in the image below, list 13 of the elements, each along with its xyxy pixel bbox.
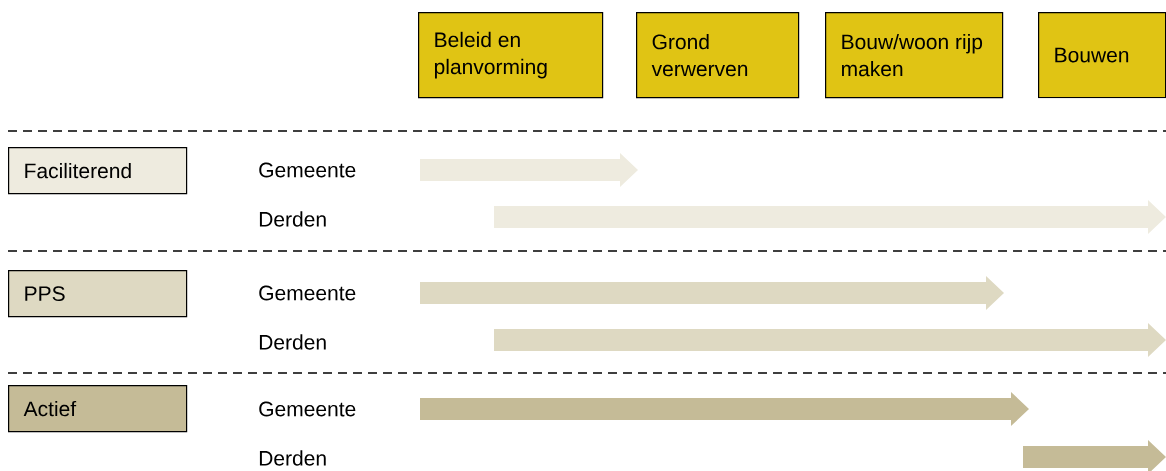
row-label: Gemeente — [259, 401, 356, 417]
row-label: Derden — [259, 450, 326, 466]
phase-box: Beleid en planvorming — [418, 12, 604, 99]
row-label: Gemeente — [259, 162, 356, 178]
row-label: Gemeente — [259, 285, 356, 301]
phase-box: Bouw/woon rijp maken — [825, 12, 1004, 99]
phase-box: Grond verwerven — [636, 12, 800, 99]
row-label: Derden — [259, 211, 326, 227]
category-box: PPS — [8, 270, 188, 318]
category-box: Actief — [8, 385, 188, 433]
phase-box: Bouwen — [1038, 12, 1166, 99]
row-label: Derden — [259, 334, 326, 350]
category-box: Faciliterend — [8, 147, 188, 195]
